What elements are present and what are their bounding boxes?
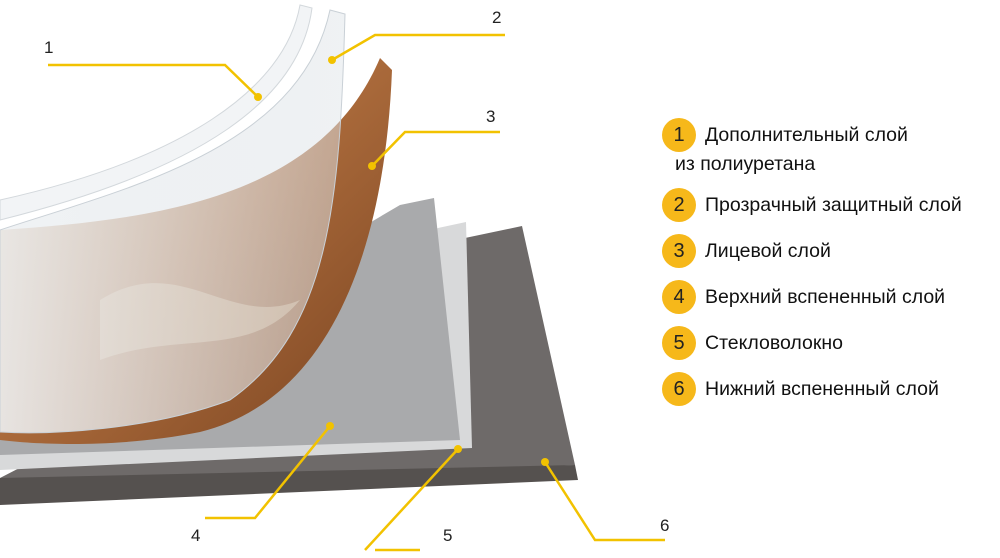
legend-badge: 4 bbox=[662, 280, 696, 314]
legend-label: Нижний вспененный слой bbox=[705, 378, 939, 400]
legend-badge: 3 bbox=[662, 234, 696, 268]
callout-lines bbox=[48, 33, 665, 552]
legend-item-5: 5 Стекловолокно bbox=[662, 326, 1000, 360]
legend-label: Верхний вспененный слой bbox=[705, 286, 946, 308]
callout-4: 4 bbox=[191, 526, 201, 545]
legend-badge: 5 bbox=[662, 326, 696, 360]
legend-label: Стекловолокно bbox=[705, 332, 843, 354]
callout-1: 1 bbox=[44, 38, 54, 57]
legend: 1 Дополнительный слой из полиуретана 2 П… bbox=[662, 118, 1000, 418]
legend-item-1: 1 Дополнительный слой из полиуретана bbox=[662, 118, 1000, 176]
legend-label: Дополнительный слой bbox=[705, 124, 908, 146]
callout-6: 6 bbox=[660, 516, 670, 535]
legend-label: Лицевой слой bbox=[705, 240, 831, 262]
legend-label: Прозрачный защитный слой bbox=[705, 194, 962, 216]
callout-5: 5 bbox=[443, 526, 453, 545]
layer-1-polyurethane bbox=[0, 4, 313, 221]
legend-badge: 1 bbox=[662, 118, 696, 152]
callout-3: 3 bbox=[486, 107, 496, 126]
legend-item-6: 6 Нижний вспененный слой bbox=[662, 372, 1000, 406]
layer-2-clear-protective bbox=[0, 9, 346, 434]
legend-badge: 6 bbox=[662, 372, 696, 406]
callout-2: 2 bbox=[492, 8, 502, 27]
legend-badge: 2 bbox=[662, 188, 696, 222]
legend-item-4: 4 Верхний вспененный слой bbox=[662, 280, 1000, 314]
legend-item-2: 2 Прозрачный защитный слой bbox=[662, 188, 1000, 222]
legend-label-continued: из полиуретана bbox=[675, 153, 816, 175]
callout-dots bbox=[254, 56, 549, 466]
legend-item-3: 3 Лицевой слой bbox=[662, 234, 1000, 268]
